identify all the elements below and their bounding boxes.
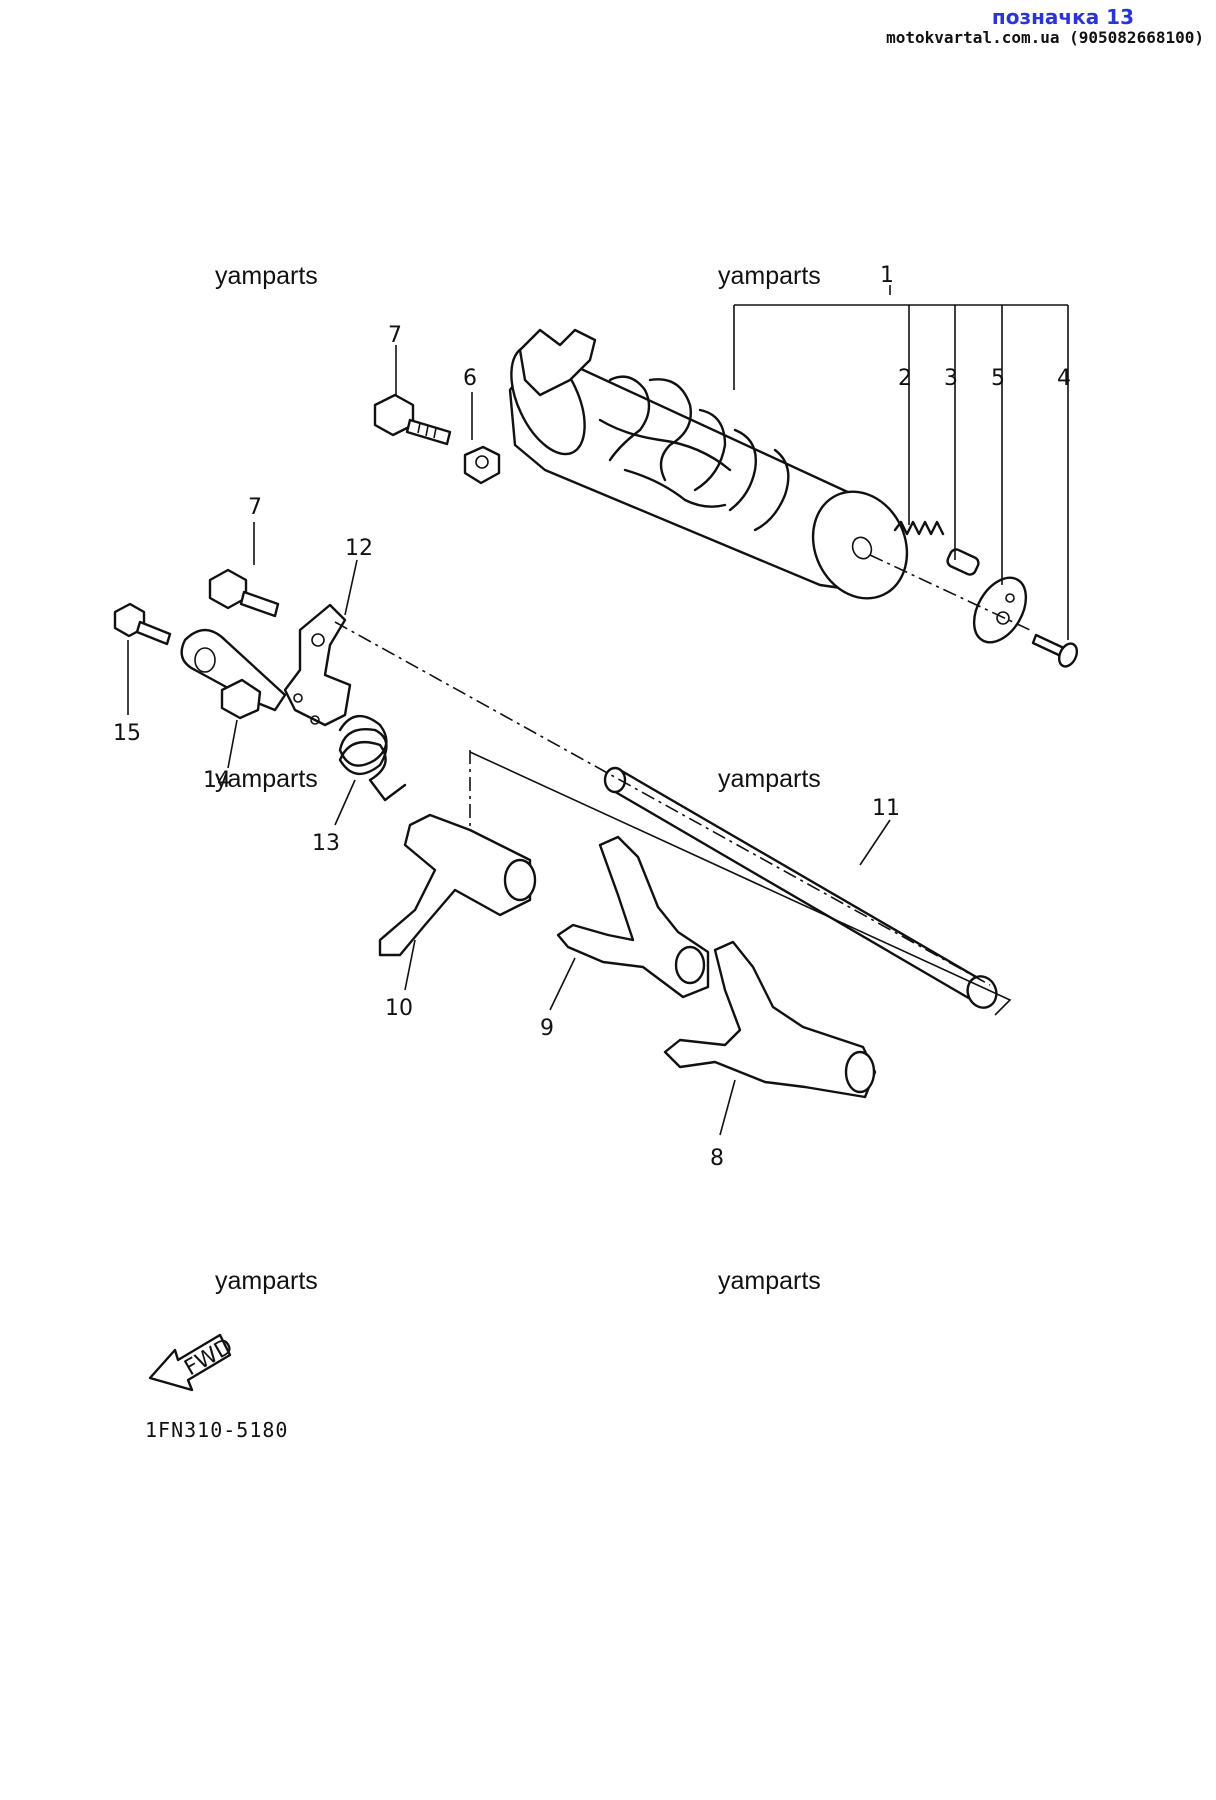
segment-plate [972, 576, 1028, 644]
callout-15: 15 [113, 721, 141, 746]
shift-fork-9 [556, 835, 710, 999]
site-label: motokvartal.com.ua (905082668100) [886, 28, 1204, 47]
bolt-7-middle [208, 568, 280, 618]
shift-drum [508, 328, 909, 600]
callout-7-top: 7 [388, 323, 402, 348]
shift-fork-10 [378, 813, 537, 957]
drum-spring [893, 520, 945, 536]
callout-14: 14 [203, 768, 231, 793]
leader-lines-part1 [733, 285, 1069, 640]
fwd-arrow-icon: FWD [148, 1333, 237, 1392]
callout-8: 8 [710, 1146, 724, 1171]
badge-label: позначка 13 [991, 5, 1134, 29]
lever-14 [180, 628, 287, 720]
torsion-spring-13 [338, 715, 407, 802]
stopper-lever-12 [283, 603, 352, 727]
watermark: yamparts [215, 1267, 318, 1295]
callout-13: 13 [312, 831, 340, 856]
bolt-15 [113, 602, 172, 646]
callout-6: 6 [463, 366, 477, 391]
callout-1: 1 [880, 263, 894, 288]
watermark: yamparts [718, 262, 821, 290]
diagram-code: 1FN310-5180 [145, 1418, 288, 1442]
callout-4: 4 [1057, 366, 1071, 391]
shift-fork-8 [663, 940, 877, 1099]
callout-5: 5 [991, 366, 1005, 391]
watermark: yamparts [718, 765, 821, 793]
bolt-7-top [373, 393, 452, 446]
callout-11: 11 [872, 796, 900, 821]
callout-10: 10 [385, 996, 413, 1021]
watermark: yamparts [718, 1267, 821, 1295]
callout-7-middle: 7 [248, 495, 262, 520]
plate-screw [1031, 633, 1079, 668]
watermark: yamparts [215, 262, 318, 290]
callout-12: 12 [345, 536, 373, 561]
washer-6 [463, 445, 501, 485]
callout-3: 3 [944, 366, 958, 391]
callout-9: 9 [540, 1016, 554, 1041]
callout-2: 2 [898, 366, 912, 391]
header: позначка 13 motokvartal.com.ua (90508266… [886, 6, 1204, 48]
drum-pin [946, 548, 980, 576]
watermark: yamparts [215, 765, 318, 793]
